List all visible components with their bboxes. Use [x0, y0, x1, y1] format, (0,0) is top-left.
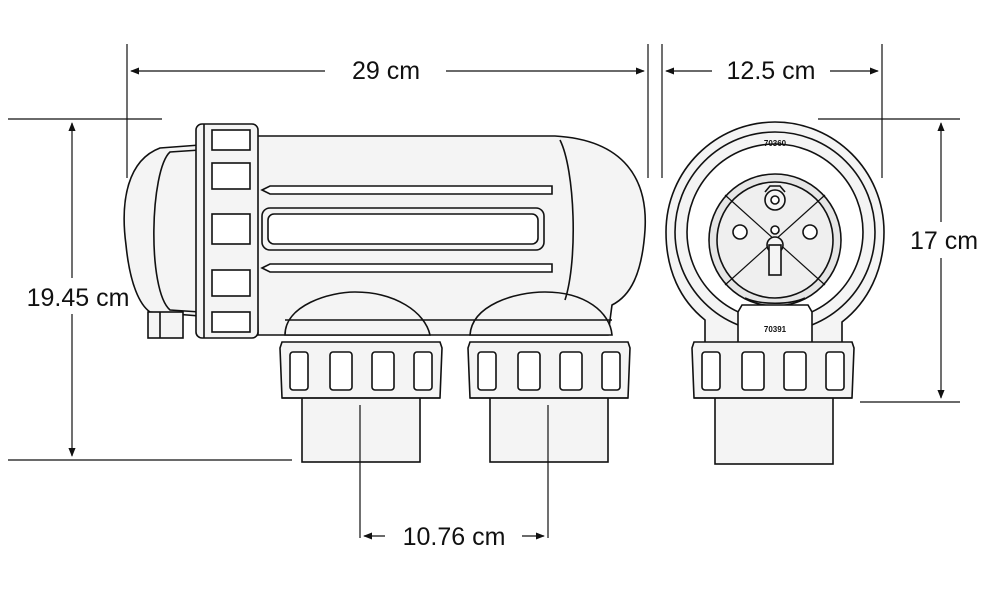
end-view-union [691, 341, 855, 465]
end-view-base [737, 297, 813, 346]
cap-part-number: 70360 [764, 139, 787, 148]
base-part-number: 70391 [764, 325, 787, 334]
dimension-label-depth: 12.5 cm [727, 57, 816, 85]
dimension-label-total-height: 19.45 cm [27, 284, 130, 312]
end-view-inner-cap [708, 173, 842, 307]
end-view [665, 121, 885, 465]
dimension-label-port-spacing: 10.76 cm [403, 523, 506, 551]
side-view-grooves [260, 185, 553, 273]
side-view-left-union [279, 341, 443, 463]
side-view-lock-ring [195, 123, 259, 339]
side-view [123, 123, 647, 463]
dimension-label-body-height: 17 cm [910, 227, 978, 255]
side-view-right-union [467, 341, 631, 463]
side-view-display-window [261, 207, 545, 251]
dimension-label-length: 29 cm [352, 57, 420, 85]
side-view-end-cap [123, 144, 201, 339]
